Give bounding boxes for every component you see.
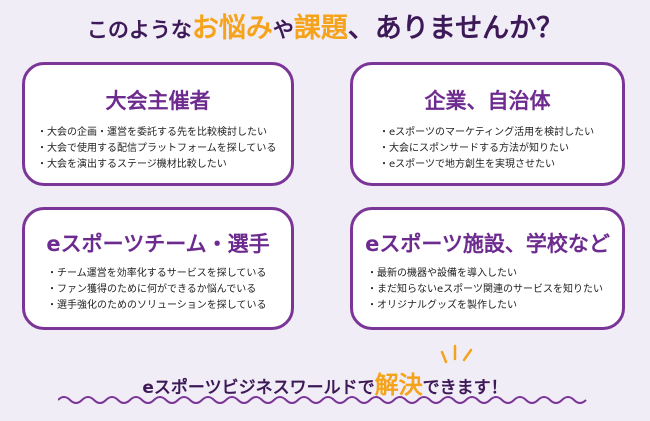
list-item: eスポーツで地方創生を実現させたい [379, 157, 594, 173]
card-title: 企業、自治体 [424, 89, 551, 113]
list-item: 大会にスポンサードする方法が知りたい [379, 141, 594, 157]
card-list: 最新の機器や設備を導入したい まだ知らないeスポーツ関連のサービスを知りたい オ… [367, 266, 603, 314]
wavy-underline [58, 396, 587, 404]
list-item: 最新の機器や設備を導入したい [367, 266, 603, 282]
list-item: ファン獲得のために何ができるか悩んでいる [47, 282, 267, 298]
list-item: 大会を演出するステージ機材比較したい [37, 157, 276, 173]
sparkle-icon [440, 344, 473, 364]
list-item: eスポーツのマーケティング活用を検討したい [379, 125, 594, 141]
card-title: 大会主催者 [105, 89, 211, 113]
card-title: eスポーツ施設、学校など [365, 232, 610, 256]
list-item: 大会の企画・運営を委託する先を比較検討したい [37, 125, 276, 141]
card-company-municipality: 企業、自治体 eスポーツのマーケティング活用を検討したい 大会にスポンサードする… [350, 62, 625, 186]
card-list: チーム運営を効率化するサービスを探している ファン獲得のために何ができるか悩んで… [47, 266, 267, 314]
card-list: eスポーツのマーケティング活用を検討したい 大会にスポンサードする方法が知りたい… [379, 125, 594, 173]
card-team-player: eスポーツチーム・選手 チーム運営を効率化するサービスを探している ファン獲得の… [22, 207, 294, 330]
card-list: 大会の企画・運営を委託する先を比較検討したい 大会で使用する配信プラットフォーム… [37, 125, 276, 173]
footer-part-1: eスポーツビジネスワールドで [142, 378, 375, 398]
footer-message: eスポーツビジネスワールドで解決できます！ [0, 365, 650, 400]
list-item: オリジナルグッズを製作したい [367, 298, 603, 314]
footer-part-3: できます！ [422, 378, 508, 398]
card-facility-school: eスポーツ施設、学校など 最新の機器や設備を導入したい まだ知らないeスポーツ関… [350, 207, 625, 330]
footer-highlight-solve: 解決 [374, 371, 423, 399]
list-item: 大会で使用する配信プラットフォームを探している [37, 141, 276, 157]
headline-part-5: 、ありませんか？ [347, 13, 564, 44]
headline-highlight-issues: 課題 [293, 13, 348, 44]
headline: このようなお悩みや課題、ありませんか？ [0, 6, 650, 45]
list-item: まだ知らないeスポーツ関連のサービスを知りたい [367, 282, 603, 298]
list-item: 選手強化のためのソリューションを探している [47, 298, 267, 314]
headline-part-1: このような [86, 18, 192, 42]
list-item: チーム運営を効率化するサービスを探している [47, 266, 267, 282]
card-title: eスポーツチーム・選手 [46, 232, 270, 256]
headline-part-3: や [272, 18, 294, 42]
card-organizer: 大会主催者 大会の企画・運営を委託する先を比較検討したい 大会で使用する配信プラ… [22, 62, 294, 186]
headline-highlight-worries: お悩み [191, 13, 273, 44]
